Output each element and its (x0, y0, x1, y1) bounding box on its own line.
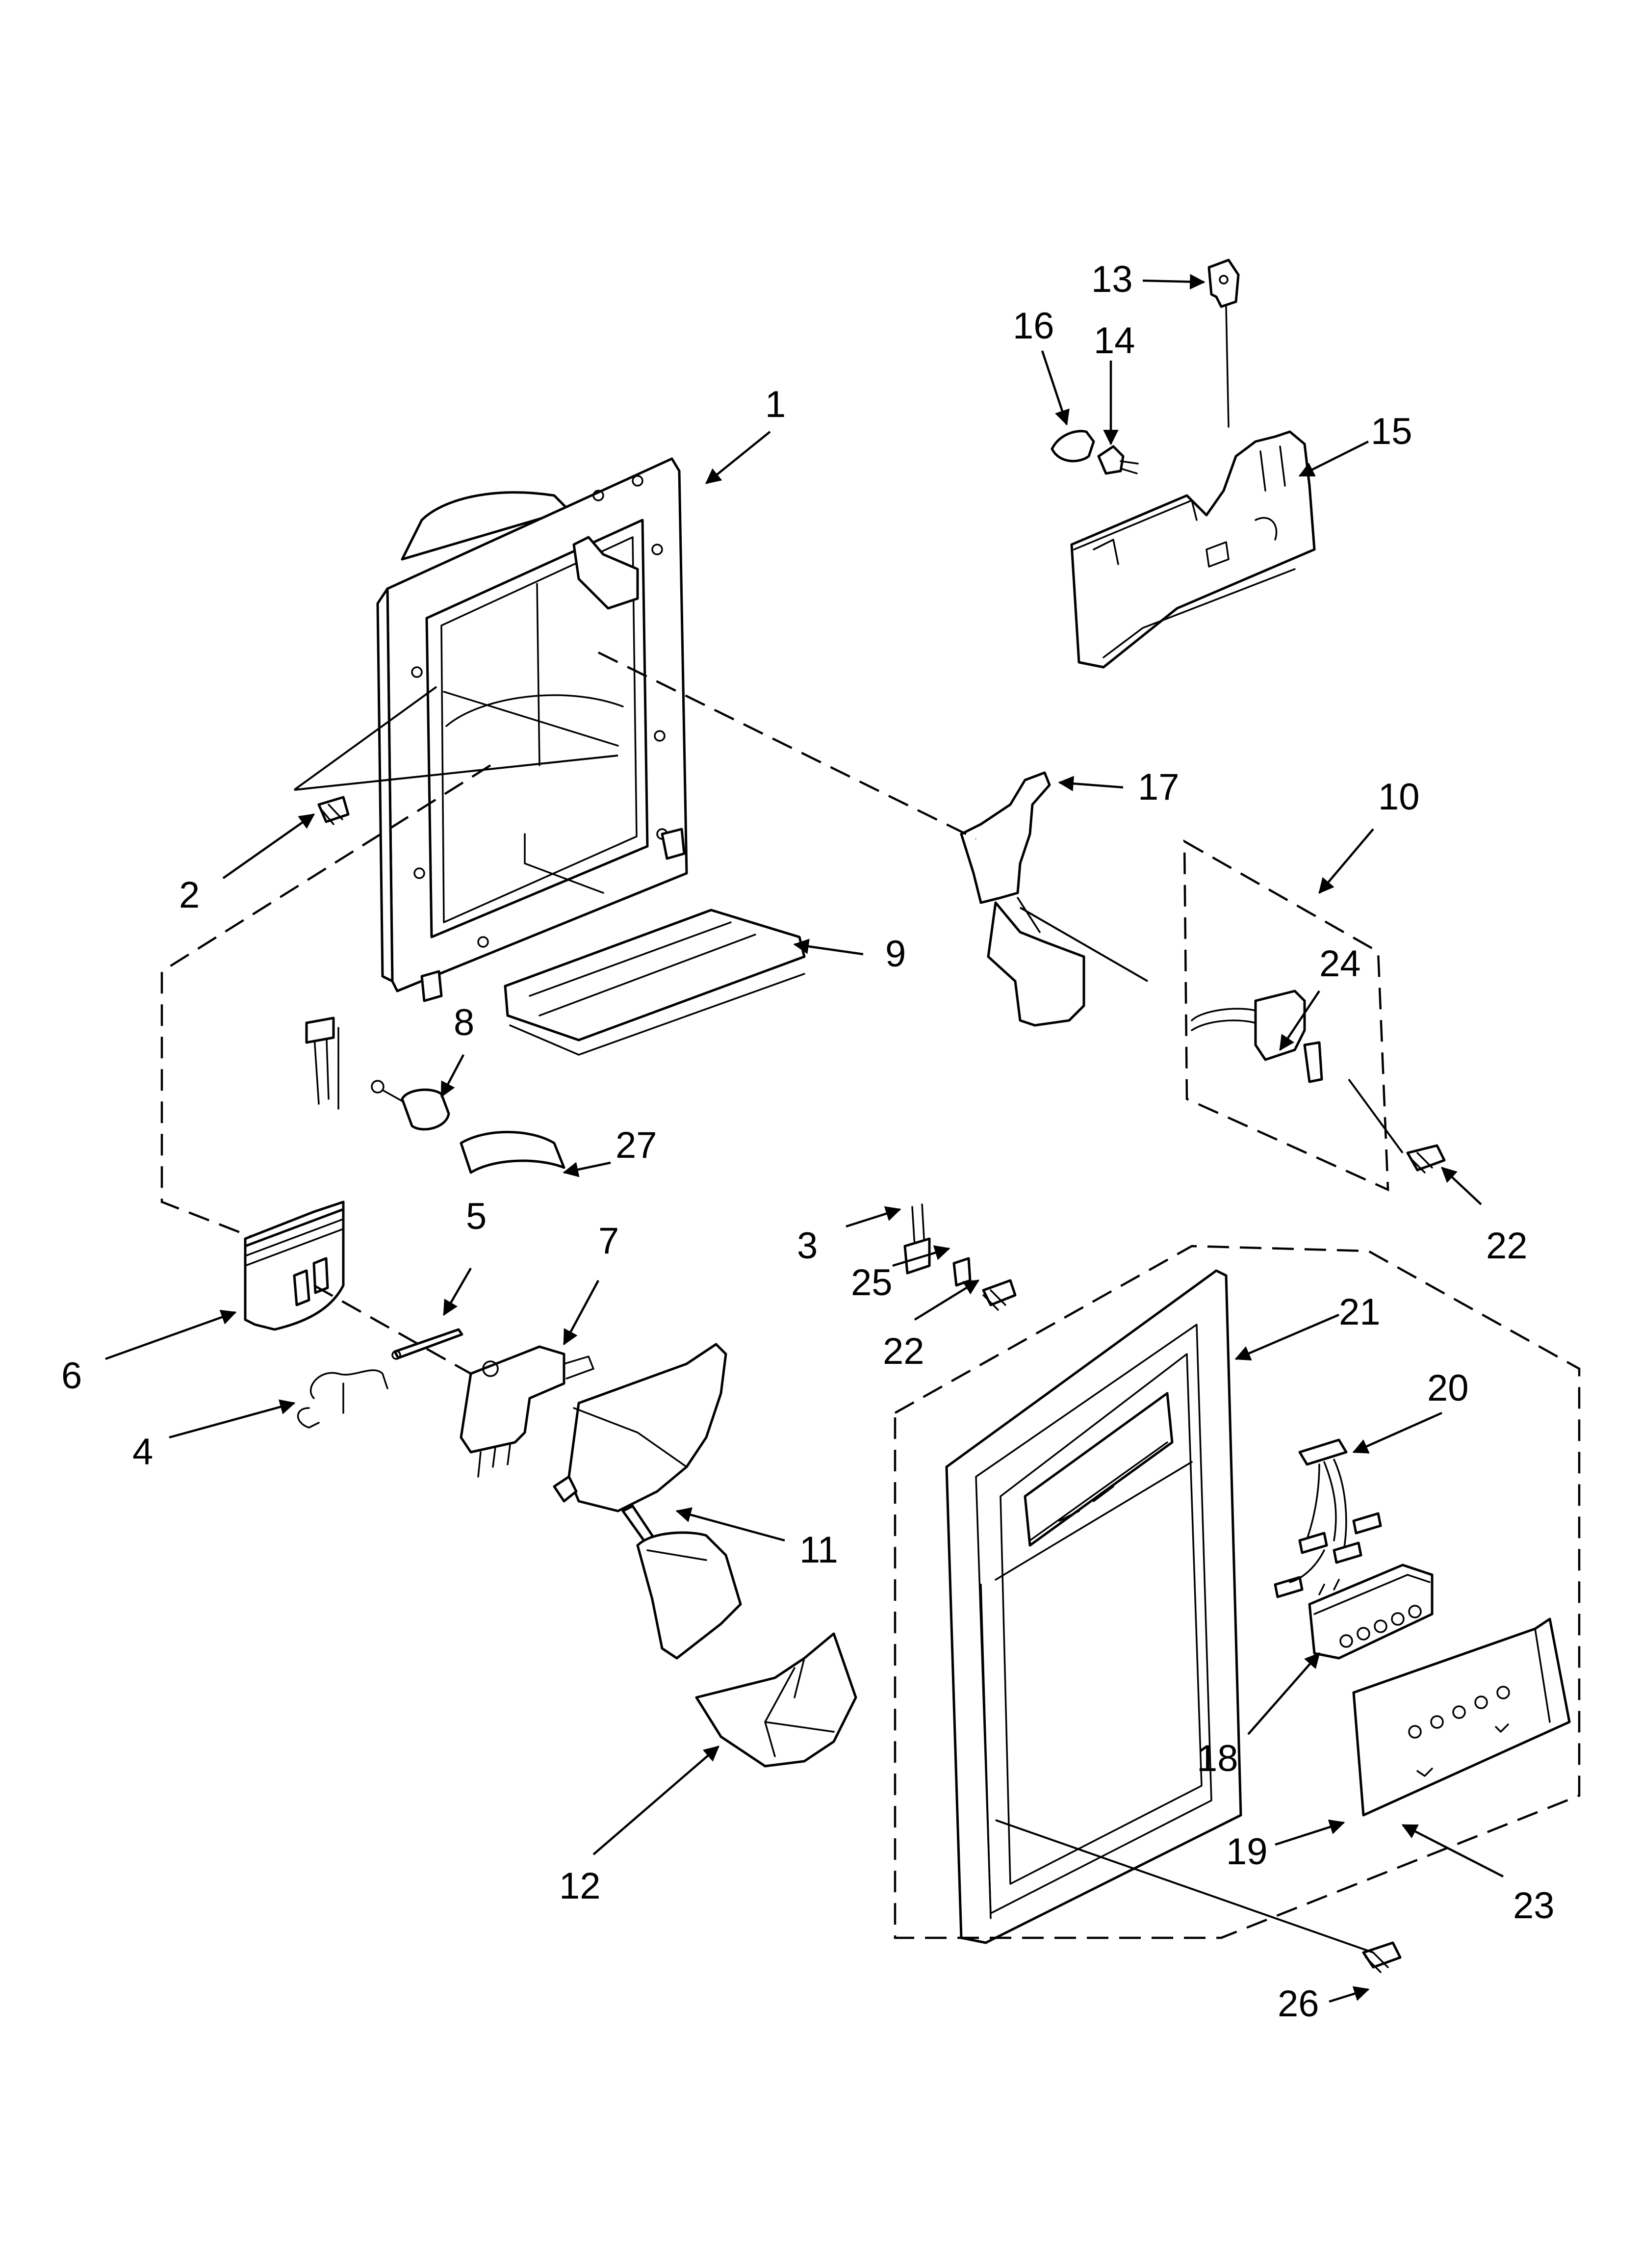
guide-valve-to-screw-22 (1348, 1078, 1404, 1154)
leader-lines (105, 274, 1504, 2003)
callout-7: 7 (598, 1220, 619, 1262)
part-26-screw (1362, 1941, 1402, 1973)
part-15-light-housing (1070, 430, 1316, 669)
assembly-10-boundary (1183, 839, 1389, 1192)
part-11-ice-paddle (553, 1343, 742, 1660)
part-17-water-paddle (960, 771, 1085, 1027)
guide-screw-2 (293, 686, 618, 791)
part-24-valve (1191, 990, 1323, 1083)
part-3-clip (903, 1203, 931, 1275)
part-21-front-panel (945, 1269, 1242, 1944)
callout-11: 11 (799, 1529, 838, 1571)
part-4-spring (297, 1369, 388, 1429)
part-22-screw-center (982, 1279, 1017, 1311)
callout-20: 20 (1427, 1367, 1469, 1409)
callout-14: 14 (1094, 320, 1135, 362)
part-19-overlay (1352, 1617, 1571, 1817)
callout-5: 5 (466, 1196, 487, 1237)
guide-panel-to-screw-26 (995, 1819, 1374, 1954)
callout-8: 8 (454, 1002, 474, 1043)
part-7-actuator (460, 1345, 594, 1478)
callout-26: 26 (1278, 1983, 1319, 2025)
part-1-housing-frame (376, 457, 688, 1002)
callout-22a: 22 (883, 1330, 924, 1372)
callout-10: 10 (1378, 776, 1420, 818)
callout-16: 16 (1013, 305, 1054, 347)
part-5-pin (391, 1328, 463, 1360)
guide-motor-to-actuator (313, 1284, 472, 1375)
part-22-screw-right (1406, 1144, 1446, 1173)
callout-17: 17 (1138, 766, 1180, 808)
guide-housing-to-valve (1020, 907, 1148, 982)
callout-4: 4 (132, 1431, 153, 1473)
callout-9: 9 (885, 933, 906, 975)
part-2-screw (317, 796, 350, 825)
callout-22b: 22 (1486, 1225, 1528, 1267)
callout-19: 19 (1226, 1831, 1268, 1873)
callout-3: 3 (797, 1225, 818, 1267)
part-27-cover (460, 1131, 565, 1174)
callout-2: 2 (179, 874, 200, 916)
callout-13: 13 (1091, 259, 1133, 300)
callout-23: 23 (1513, 1885, 1555, 1927)
part-18-control-board (1308, 1564, 1434, 1660)
callout-21: 21 (1339, 1291, 1381, 1333)
callout-27: 27 (616, 1124, 657, 1166)
assembly-23-boundary (894, 1245, 1581, 1939)
callout-12: 12 (559, 1865, 601, 1907)
guide-housing-to-paddle (598, 651, 976, 840)
callout-6: 6 (61, 1355, 82, 1397)
guide-housing-to-motor (160, 764, 491, 1238)
callout-25: 25 (851, 1262, 893, 1303)
part-6-motor-block (244, 1017, 345, 1331)
callout-15: 15 (1371, 411, 1412, 452)
callout-24: 24 (1319, 943, 1361, 985)
callout-1: 1 (765, 384, 786, 425)
part-16-bulb (1051, 430, 1095, 463)
part-13-switch (1207, 259, 1240, 428)
part-12-ice-chute (695, 1632, 857, 1768)
callout-labels: 1 2 3 4 5 6 7 8 9 10 11 12 13 14 15 16 1… (61, 259, 1555, 2025)
part-9-drip-tray (504, 909, 806, 1056)
part-14-socket (1097, 445, 1139, 475)
callout-18: 18 (1197, 1738, 1238, 1779)
part-8-solenoid (371, 1080, 450, 1131)
part-25-clip (952, 1257, 972, 1287)
part-20-wire-harness (1274, 1438, 1382, 1598)
